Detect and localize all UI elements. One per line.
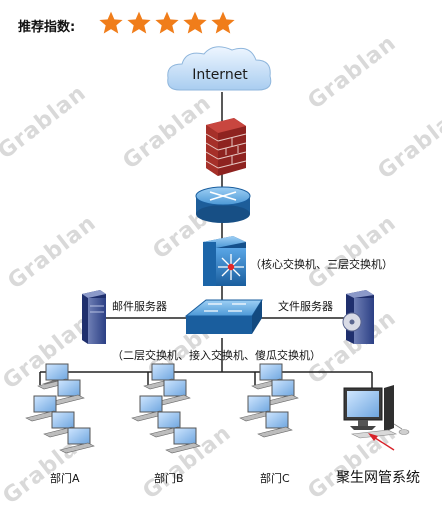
department-a-label: 部门A	[50, 472, 80, 485]
internet-label: Internet	[192, 67, 248, 83]
core-switch-icon	[203, 236, 246, 286]
file-server-icon	[342, 290, 374, 344]
star-icon	[211, 11, 235, 34]
connection-lines	[39, 92, 373, 388]
file-server-label: 文件服务器	[278, 300, 333, 313]
access-switch-icon	[184, 299, 263, 334]
star-icon	[155, 11, 179, 34]
monitoring-workstation-icon	[343, 385, 410, 439]
star-icon	[127, 11, 151, 34]
mail-server-label: 邮件服务器	[112, 300, 167, 313]
department-c-laptops	[239, 363, 299, 438]
department-a-laptops	[25, 363, 95, 454]
access-switch-label: （二层交换机、接入交换机、傻瓜交换机）	[112, 349, 321, 362]
department-b-laptops	[131, 363, 201, 454]
rating-stars	[98, 10, 236, 36]
star-icon	[99, 11, 123, 34]
router-icon	[195, 186, 251, 223]
department-c-label: 部门C	[260, 472, 290, 485]
core-switch-label: （核心交换机、三层交换机）	[250, 258, 393, 271]
internet-cloud	[167, 46, 272, 91]
star-icon	[183, 11, 207, 34]
mail-server-icon	[82, 290, 106, 344]
pointer-arrow	[368, 433, 395, 451]
firewall-icon	[205, 118, 247, 176]
monitoring-system-label: 聚生网管系统	[336, 470, 420, 486]
department-b-label: 部门B	[154, 472, 184, 485]
rating-label: 推荐指数:	[18, 20, 76, 35]
